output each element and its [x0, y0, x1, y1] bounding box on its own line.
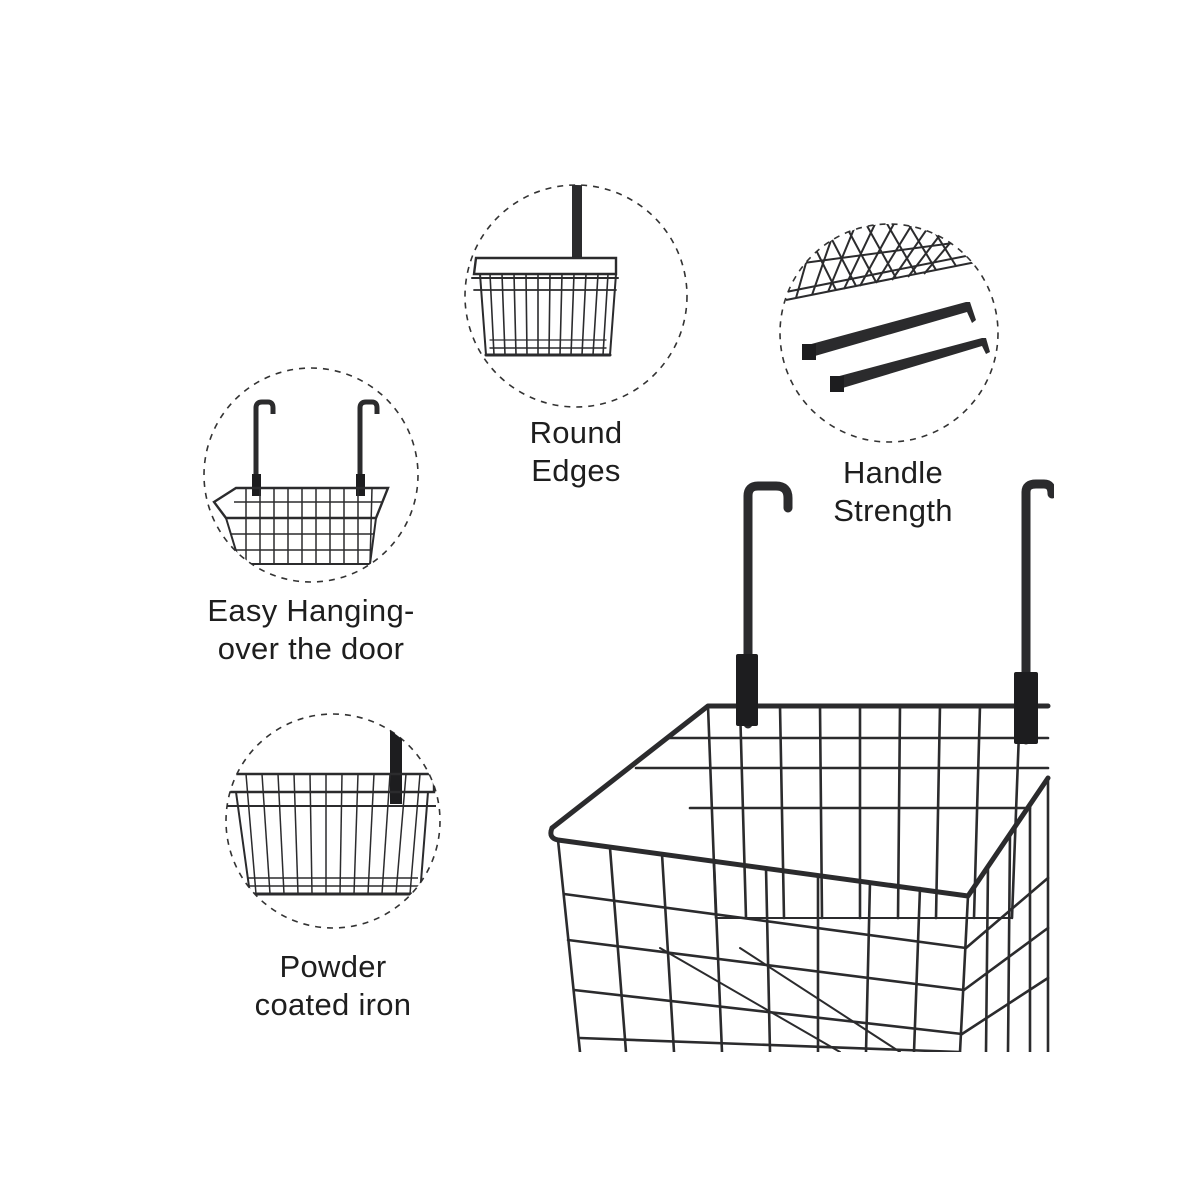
over-door-wire-basket-image [548, 479, 1057, 1054]
main-basket-image [540, 478, 1057, 1057]
over-door-basket-icon [203, 367, 419, 583]
basket-side-closeup-icon [225, 713, 441, 929]
handle-strength-label: Handle Strength [833, 455, 953, 528]
powder-coated-closeup [222, 710, 444, 932]
handle-strength-closeup [776, 220, 1002, 446]
round-edges-label: Round Edges [529, 415, 623, 488]
round-edges-closeup [460, 180, 692, 412]
basket-with-hook-closeup-icon [464, 184, 688, 408]
easy-hanging-closeup [200, 364, 422, 586]
powder-coated-label: Powder coated iron [254, 949, 412, 1022]
easy-hanging-label: Easy Hanging- over the door [207, 593, 415, 666]
hooks-and-grid-closeup-icon [779, 223, 999, 443]
